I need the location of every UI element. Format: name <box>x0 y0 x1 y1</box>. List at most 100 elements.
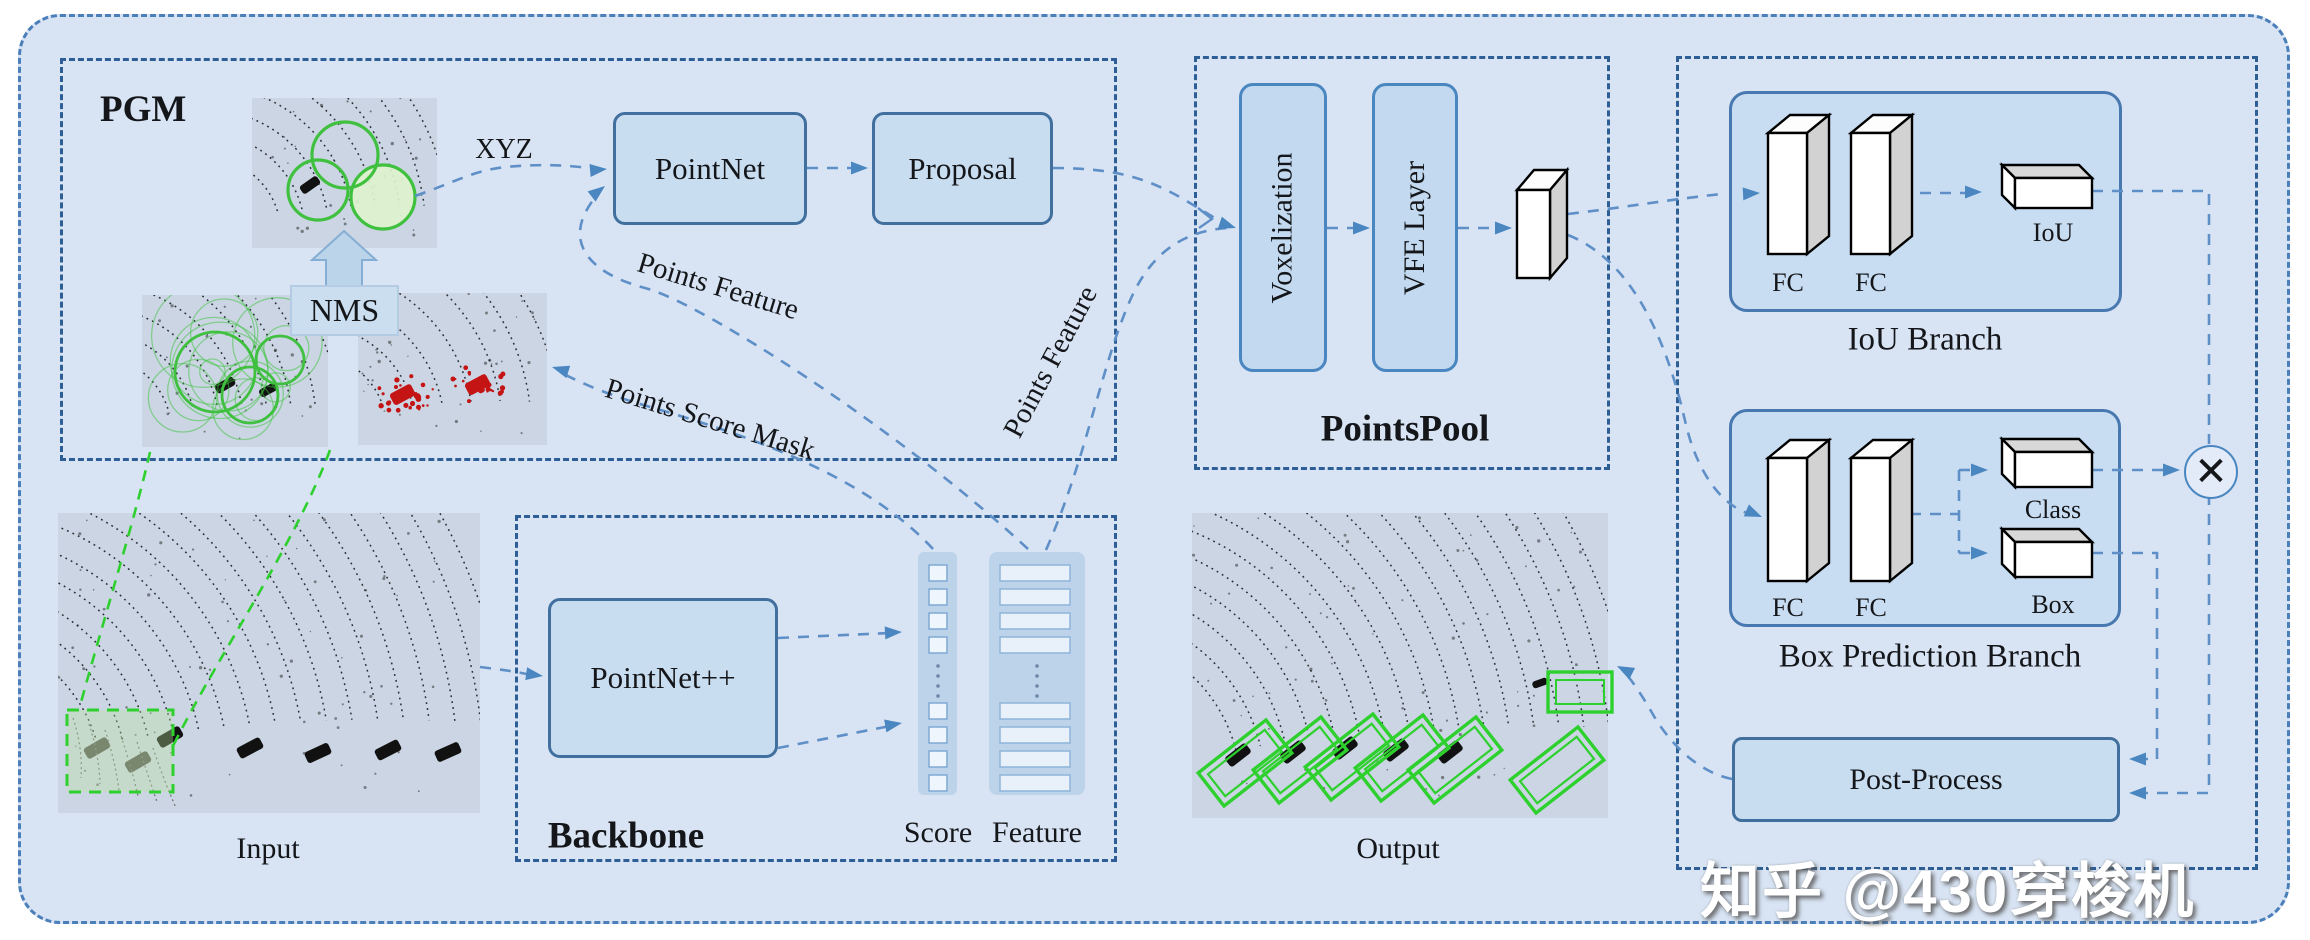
point-cloud-dot <box>1532 724 1536 728</box>
point-cloud-arc <box>346 98 401 205</box>
post-process-label: Post-Process <box>1849 762 2003 796</box>
point-cloud-dot <box>396 594 399 597</box>
point-cloud-dot <box>1330 662 1333 665</box>
point-cloud-dot <box>294 145 297 148</box>
point-cloud-dot <box>359 634 364 638</box>
point-cloud-dot <box>1319 612 1322 615</box>
box-fc2-label: FC <box>1855 593 1887 622</box>
point-cloud-dot <box>369 694 373 698</box>
point-cloud-dot <box>488 358 492 362</box>
point-cloud-dot <box>1439 728 1443 732</box>
point-cloud-dot <box>189 794 193 797</box>
detection-green-box-inner <box>1313 722 1391 792</box>
point-cloud-dot <box>79 568 82 572</box>
point-cloud-dot <box>390 141 394 146</box>
voxelization-label: Voxelization <box>1266 151 1299 304</box>
nms-label-text: NMS <box>309 292 380 328</box>
point-cloud-dot <box>1524 565 1527 568</box>
point-cloud-dot <box>363 785 367 790</box>
masked-points <box>454 384 457 388</box>
feature-label: Feature <box>992 816 1082 849</box>
pointspool-title: PointsPool <box>1320 408 1490 450</box>
detection-green-box-axis-inner <box>1555 679 1605 705</box>
point-cloud-dot <box>343 222 347 226</box>
point-cloud-dot <box>1267 727 1270 730</box>
point-cloud-dot <box>208 668 212 671</box>
point-cloud-dot <box>1557 588 1560 592</box>
point-cloud-dot <box>1421 691 1425 695</box>
point-cloud-dot <box>198 666 203 670</box>
masked-points <box>381 392 385 396</box>
voxelization-node: Voxelization <box>1239 83 1327 372</box>
point-cloud-dot <box>340 764 343 767</box>
pointnetpp-label: PointNet++ <box>590 660 736 695</box>
point-cloud-dot <box>531 311 534 315</box>
object-points-blob <box>304 743 332 763</box>
point-cloud-dot <box>295 547 298 550</box>
point-cloud-dot <box>290 353 294 357</box>
masked-points <box>399 384 402 387</box>
point-cloud-dot <box>279 674 283 678</box>
point-cloud-arc <box>1192 674 1237 751</box>
point-cloud-dot <box>375 349 377 351</box>
point-cloud-dot <box>92 589 95 591</box>
masked-points <box>395 407 401 413</box>
masked-points <box>421 404 425 407</box>
point-cloud-dot <box>260 402 264 406</box>
highlight-points <box>152 747 177 809</box>
point-cloud-dot <box>223 305 226 308</box>
point-cloud-dot <box>273 348 278 352</box>
point-cloud-dot <box>1294 678 1297 681</box>
masked-points <box>386 407 392 413</box>
masked-points <box>468 372 471 376</box>
point-cloud-dot <box>363 691 366 694</box>
point-cloud-dot <box>1372 633 1374 635</box>
point-cloud-dot <box>418 138 422 141</box>
dense-proposal-circle <box>150 295 256 388</box>
point-cloud-dot <box>266 643 270 646</box>
point-cloud-dot <box>283 599 286 602</box>
point-cloud-arc <box>142 370 170 414</box>
masked-points <box>409 400 416 407</box>
masked-points <box>403 402 409 408</box>
vfe-layer-label: VFE Layer <box>1398 160 1431 295</box>
point-cloud-dot <box>1346 540 1350 544</box>
point-cloud-dot <box>266 555 268 558</box>
point-cloud-dot <box>397 751 400 754</box>
point-cloud-dot <box>224 579 227 581</box>
point-cloud-dot <box>300 229 304 234</box>
point-cloud-dot <box>334 717 338 720</box>
detection-green-box <box>1405 714 1505 806</box>
masked-points <box>486 390 489 393</box>
point-cloud-dot <box>527 361 531 365</box>
point-cloud-dot <box>134 733 137 736</box>
highlight-points <box>136 741 158 803</box>
point-cloud-dot <box>1462 549 1465 552</box>
point-cloud-dot <box>515 316 518 318</box>
iou-branch-caption: IoU Branch <box>1847 321 2003 358</box>
point-cloud-dot <box>296 226 300 230</box>
point-cloud-dot <box>1516 691 1519 693</box>
masked-points <box>418 408 421 411</box>
point-cloud-dot <box>249 325 253 328</box>
box-branch-caption: Box Prediction Branch <box>1778 638 2082 675</box>
point-cloud-dot <box>361 372 364 375</box>
point-cloud-dot <box>85 519 88 522</box>
point-cloud-dot <box>377 359 381 364</box>
point-cloud-dot <box>383 574 386 578</box>
point-cloud-dot <box>308 405 312 409</box>
highlight-points <box>120 735 139 797</box>
point-cloud-dot <box>254 297 257 300</box>
point-cloud-dot <box>292 110 295 113</box>
point-cloud-dot <box>1257 517 1260 520</box>
point-cloud-dot <box>1401 707 1404 710</box>
point-cloud-dot <box>1462 622 1465 625</box>
point-cloud-dot <box>363 390 365 393</box>
dense-proposal-circle-bold <box>173 330 257 414</box>
point-cloud-dot <box>407 532 410 535</box>
object-points-blob <box>1532 677 1548 689</box>
point-cloud-dot <box>149 712 152 715</box>
masked-points <box>409 374 414 379</box>
point-cloud-dot <box>412 229 415 231</box>
point-cloud-dot <box>1270 566 1274 570</box>
